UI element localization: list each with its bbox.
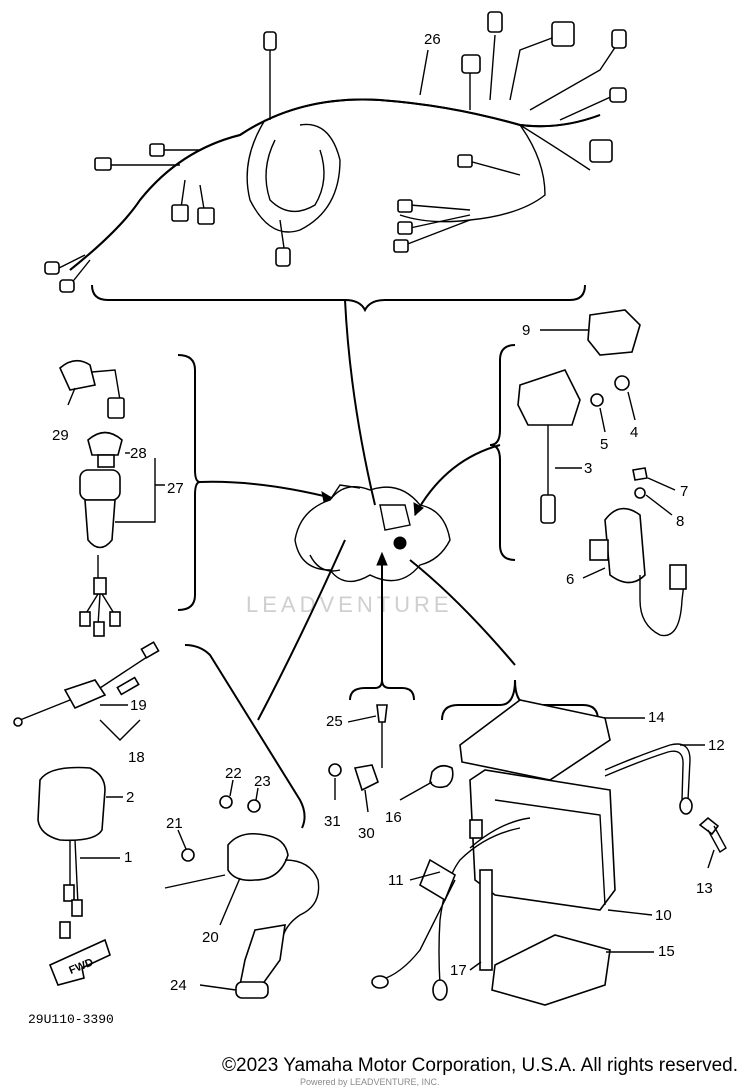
callout-6: 6 [566, 571, 574, 588]
bracket-right [489, 344, 516, 561]
callout-19: 19 [130, 697, 147, 714]
leader-10 [607, 909, 653, 916]
callout-15: 15 [658, 943, 675, 960]
ignition-coil [164, 795, 320, 999]
leader-21 [177, 829, 187, 850]
leader-7 [647, 477, 676, 491]
leader-30 [364, 789, 369, 813]
rectifier-regulator [517, 309, 687, 637]
leader-25 [347, 715, 377, 723]
callout-7: 7 [680, 483, 688, 500]
callout-25: 25 [326, 713, 343, 730]
pointer-battery [409, 559, 516, 666]
bracket-sensor [349, 679, 415, 701]
watermark: LEADVENTURE [246, 592, 453, 617]
leader-22 [229, 779, 234, 797]
bracket-harness [91, 284, 586, 313]
callout-9: 9 [522, 322, 530, 339]
callout-23: 23 [254, 773, 271, 790]
starter-relay [37, 766, 106, 939]
callout-5: 5 [600, 436, 608, 453]
leader-27 [115, 458, 165, 523]
leader-11 [409, 871, 441, 881]
leader-23 [255, 787, 259, 801]
fwd-arrow: FWD [48, 938, 111, 986]
callout-31: 31 [324, 813, 341, 830]
pointer-harness [344, 299, 376, 506]
bracket-coil [184, 644, 306, 829]
leader-8 [645, 494, 673, 516]
motorcycle-silhouette [294, 484, 451, 583]
neutral-sensor [328, 704, 454, 792]
callout-24: 24 [170, 977, 187, 994]
callout-14: 14 [648, 709, 665, 726]
callout-4: 4 [630, 424, 638, 441]
callout-21: 21 [166, 815, 183, 832]
leader-18 [99, 719, 141, 741]
fuse-holder [13, 641, 160, 727]
callout-18: 18 [128, 749, 145, 766]
diagram-code: 29U110-3390 [28, 1012, 114, 1027]
leader-16 [399, 781, 433, 801]
callout-26: 26 [424, 31, 441, 48]
callout-28: 28 [130, 445, 147, 462]
leader-5 [599, 407, 606, 433]
callout-11: 11 [388, 872, 404, 889]
callout-10: 10 [655, 907, 672, 924]
callout-8: 8 [676, 513, 684, 530]
leader-20 [219, 877, 241, 926]
wire-harness [44, 11, 627, 293]
leader-4 [627, 391, 636, 421]
leader-13 [707, 849, 715, 869]
copyright-notice: ©2023 Yamaha Motor Corporation, U.S.A. A… [222, 1055, 738, 1076]
callout-17: 17 [450, 962, 467, 979]
callout-22: 22 [225, 765, 242, 782]
leader-17 [469, 961, 482, 971]
callout-29: 29 [52, 427, 69, 444]
callout-13: 13 [696, 880, 713, 897]
leader-24 [199, 984, 237, 991]
callout-27: 27 [167, 480, 184, 497]
bracket-battery [441, 679, 599, 721]
callout-2: 2 [126, 789, 134, 806]
leader-6 [582, 567, 606, 579]
bracket-left [177, 354, 201, 611]
callout-3: 3 [584, 460, 592, 477]
ignition-switch [59, 359, 125, 637]
battery [371, 699, 727, 1006]
callout-16: 16 [385, 809, 402, 826]
pointer-coil [257, 539, 346, 721]
callout-20: 20 [202, 929, 219, 946]
callout-30: 30 [358, 825, 375, 842]
pointer-regulator [414, 444, 501, 516]
callout-12: 12 [708, 737, 725, 754]
faint-note: Powered by LEADVENTURE, INC. [300, 1077, 440, 1087]
pointer-ignition [199, 480, 333, 499]
leader-26 [419, 49, 429, 96]
callout-1: 1 [124, 849, 132, 866]
leader-29 [67, 387, 76, 406]
